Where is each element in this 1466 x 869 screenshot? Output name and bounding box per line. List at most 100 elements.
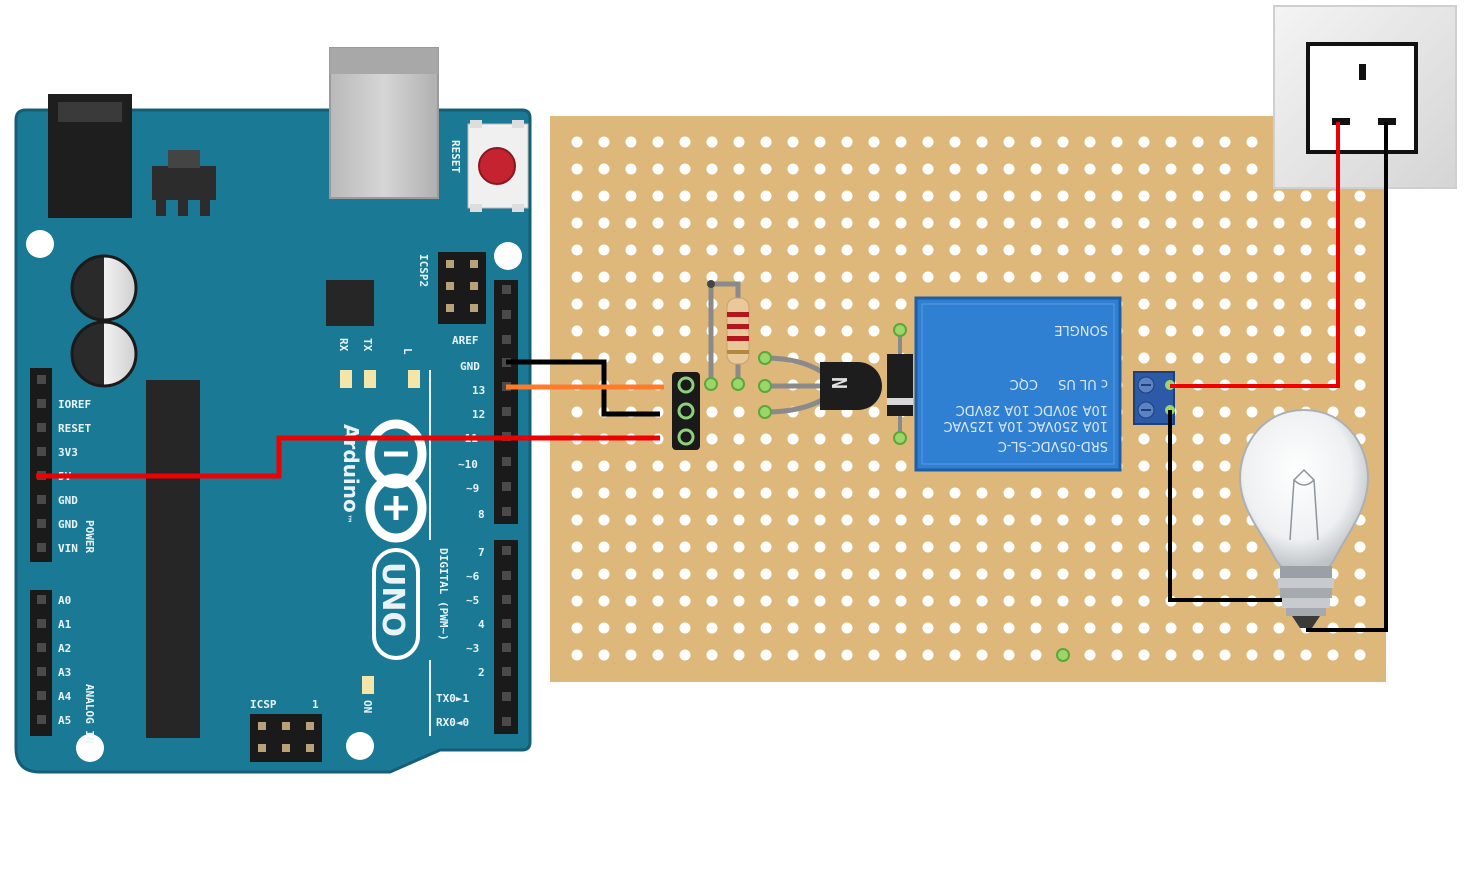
mounting-hole [76, 734, 104, 762]
perf-hole [1165, 298, 1177, 310]
perf-hole [1246, 136, 1258, 148]
perf-hole [1354, 541, 1366, 553]
perf-hole [1138, 352, 1150, 364]
analog-label: ANALOG IN [83, 684, 96, 744]
perf-hole [652, 271, 664, 283]
pin-socket [37, 519, 46, 528]
perf-hole [1003, 487, 1015, 499]
gnd-label: GND [460, 360, 480, 373]
perf-hole [841, 487, 853, 499]
perf-hole [598, 325, 610, 337]
perf-hole [625, 217, 637, 229]
perf-hole [895, 244, 907, 256]
perf-hole [1219, 352, 1231, 364]
perf-hole [922, 190, 934, 202]
power-pin-label: VIN [58, 542, 78, 555]
perf-hole [679, 352, 691, 364]
perf-hole [841, 460, 853, 472]
pin-socket [37, 619, 46, 628]
icsp2-header [438, 252, 486, 324]
perf-hole [814, 325, 826, 337]
perf-hole [1165, 271, 1177, 283]
relay-rating-ac: 10A 250VAC 10A 125VAC [944, 418, 1109, 433]
perf-hole [1219, 217, 1231, 229]
transistor-label: N [827, 377, 851, 389]
perf-hole [1300, 190, 1312, 202]
perf-hole [1165, 190, 1177, 202]
perf-hole [1138, 649, 1150, 661]
perf-hole [679, 514, 691, 526]
perf-hole [625, 298, 637, 310]
light-bulb [1238, 408, 1370, 628]
perf-hole [1273, 649, 1285, 661]
perf-hole [625, 649, 637, 661]
perf-hole [814, 433, 826, 445]
perf-hole [1273, 352, 1285, 364]
analog-pin-label: A3 [58, 666, 71, 679]
d8-label: 8 [478, 508, 485, 521]
perf-hole [679, 163, 691, 175]
wire-neutral [1306, 122, 1388, 632]
perf-hole [679, 595, 691, 607]
perf-hole [1111, 487, 1123, 499]
perf-hole [1192, 406, 1204, 418]
wall-socket [1273, 5, 1457, 189]
pin-socket [502, 546, 511, 555]
perf-hole [679, 649, 691, 661]
d13-label: 13 [472, 384, 485, 397]
l-label: L [401, 348, 414, 355]
perf-hole [868, 217, 880, 229]
perf-hole [1192, 352, 1204, 364]
perf-hole [949, 595, 961, 607]
pin-socket [502, 285, 511, 294]
perf-hole [976, 622, 988, 634]
arduino-pcb [14, 108, 532, 774]
perf-hole [868, 325, 880, 337]
perf-hole [571, 217, 583, 229]
perf-hole [1138, 136, 1150, 148]
perf-hole [1219, 541, 1231, 553]
perf-hole [733, 406, 745, 418]
perf-hole [787, 622, 799, 634]
pin-socket [502, 667, 511, 676]
perf-hole [571, 325, 583, 337]
relay-cqc: CQC [1010, 376, 1038, 391]
perf-hole [787, 244, 799, 256]
perf-hole [1165, 244, 1177, 256]
perf-hole [1003, 649, 1015, 661]
pin-socket [502, 310, 511, 319]
perf-hole [733, 244, 745, 256]
perf-hole [1219, 406, 1231, 418]
perf-hole [949, 244, 961, 256]
perf-hole [1138, 514, 1150, 526]
perf-hole [760, 163, 772, 175]
analog-header [30, 590, 52, 736]
perf-hole [787, 541, 799, 553]
perf-hole [1246, 325, 1258, 337]
perf-hole [1327, 325, 1339, 337]
perf-hole [814, 163, 826, 175]
reset-button[interactable] [467, 120, 529, 212]
pin-socket [37, 423, 46, 432]
perf-hole [1192, 433, 1204, 445]
perf-hole [625, 271, 637, 283]
perf-hole [1219, 325, 1231, 337]
perf-hole [1003, 136, 1015, 148]
perf-hole [1246, 649, 1258, 661]
perf-hole [625, 541, 637, 553]
perf-hole [1354, 271, 1366, 283]
perf-hole [1003, 217, 1015, 229]
perf-hole [841, 622, 853, 634]
perf-hole [733, 460, 745, 472]
perf-hole [652, 244, 664, 256]
perf-hole [1138, 217, 1150, 229]
perf-hole [949, 136, 961, 148]
pin-socket [502, 595, 511, 604]
perf-hole [1219, 622, 1231, 634]
perf-hole [1084, 163, 1096, 175]
perf-hole [976, 568, 988, 580]
perf-hole [976, 595, 988, 607]
perf-hole [1246, 190, 1258, 202]
pin-socket [37, 691, 46, 700]
icsp-header [250, 714, 322, 762]
